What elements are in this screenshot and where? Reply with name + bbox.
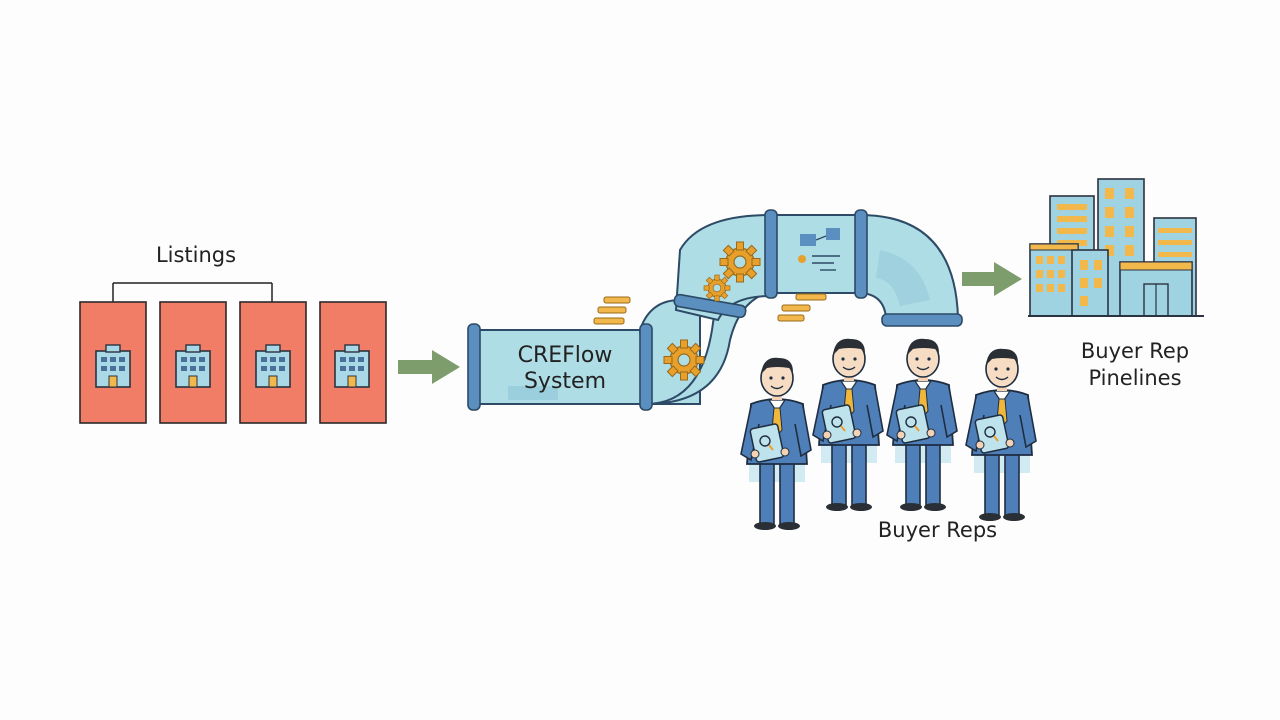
data-bars	[593, 293, 827, 325]
buyer-rep-person	[740, 356, 812, 531]
gear-icon	[663, 339, 705, 381]
listing-card	[159, 301, 227, 424]
buyer-rep-person	[886, 337, 958, 512]
listing-card	[239, 301, 307, 424]
flow-arrow-2	[962, 262, 1022, 296]
gear-icon	[703, 274, 731, 302]
creflow-system-label-line1: CREFlow	[517, 343, 613, 368]
creflow-system-label: CREFlow System	[490, 343, 640, 395]
flow-arrow-1	[398, 350, 460, 384]
building-icon	[255, 344, 291, 388]
gear-icon	[719, 241, 761, 283]
buyer-rep-pipelines-label-line2: Pinelines	[1088, 366, 1182, 390]
buyer-rep-person	[812, 337, 884, 512]
buyer-rep-pipelines-label-line1: Buyer Rep	[1080, 339, 1190, 363]
buyer-reps-label: Buyer Reps	[877, 518, 998, 542]
building-icon	[334, 344, 370, 388]
creflow-system-label-line2: System	[523, 369, 607, 394]
listings-label: Listings	[155, 243, 237, 267]
building-icon	[175, 344, 211, 388]
listings-bracket	[112, 282, 273, 302]
buyer-rep-person	[965, 347, 1037, 522]
pipeline-buildings	[1028, 178, 1204, 317]
buyer-rep-pipelines-label: Buyer Rep Pinelines	[1060, 338, 1210, 392]
building-icon	[95, 344, 131, 388]
listing-card	[319, 301, 387, 424]
listing-card	[79, 301, 147, 424]
